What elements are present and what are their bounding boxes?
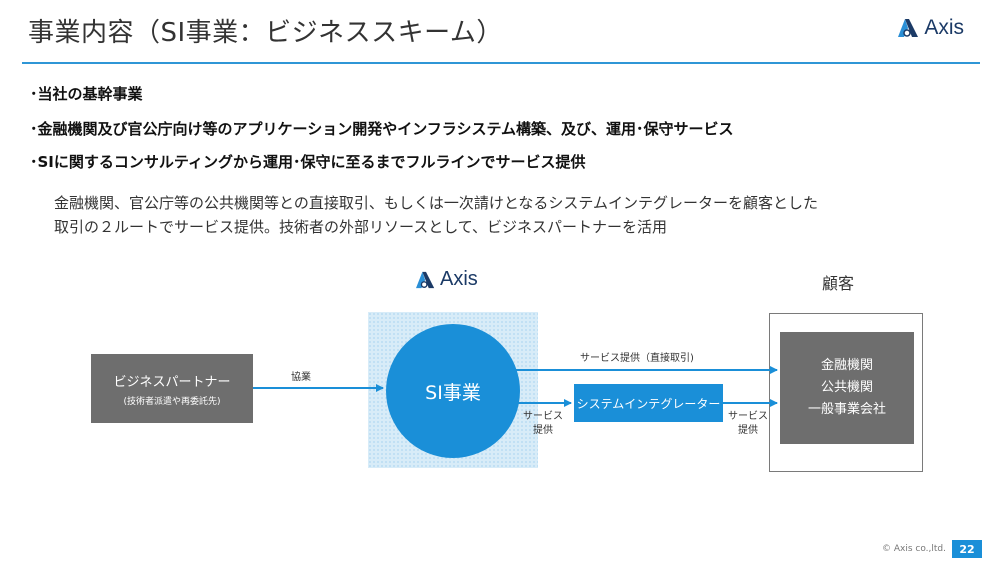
bullet-core-business: ･当社の基幹事業: [30, 85, 143, 103]
system-integrator-box: システムインテグレーター: [574, 384, 723, 422]
customer-finance: 金融機関: [820, 358, 873, 373]
description-line-1: 金融機関、官公庁等の公共機関等との直接取引、もしくは一次請けとなるシステムインテ…: [54, 194, 818, 212]
service-label-1-line1: サービス: [523, 411, 563, 422]
copyright: © Axis co.,ltd.: [881, 544, 946, 554]
axis-logo-icon: [416, 271, 435, 288]
bullet-full-line-service: ･SIに関するコンサルティングから運用･保守に至るまでフルラインでサービス提供: [30, 153, 586, 171]
axis-logo-icon: [898, 19, 919, 37]
logo-text: Axis: [924, 16, 964, 39]
service-provide-label-1: サービス 提供: [522, 410, 564, 438]
partner-label: ビジネスパートナー: [113, 374, 231, 390]
service-label-1-line2: 提供: [533, 425, 553, 436]
si-business-circle: SI事業: [386, 324, 520, 458]
service-label-2-line2: 提供: [738, 425, 758, 436]
partner-flow-label: 協業: [291, 372, 311, 383]
customer-general: 一般事業会社: [807, 402, 886, 417]
diagram-logo-text: Axis: [440, 268, 478, 290]
direct-flow-label: サービス提供（直接取引): [580, 353, 694, 364]
customer-box: 金融機関 公共機関 一般事業会社: [780, 332, 914, 444]
page-title: 事業内容（SI事業：ビジネススキーム）: [28, 18, 503, 48]
service-provide-label-2: サービス 提供: [727, 410, 769, 438]
bullet-app-development: ･金融機関及び官公庁向け等のアプリケーション開発やインフラシステム構築、及び、運…: [30, 120, 734, 138]
diagram-logo: Axis: [414, 268, 478, 291]
service-label-2-line1: サービス: [728, 411, 768, 422]
page-number: 22: [952, 540, 982, 558]
header-divider: [22, 62, 980, 64]
customer-public: 公共機関: [820, 380, 873, 395]
si-business-label: SI事業: [425, 381, 481, 404]
header-logo: Axis: [896, 16, 964, 40]
description-line-2: 取引の２ルートでサービス提供。技術者の外部リソースとして、ビジネスパートナーを活…: [54, 218, 668, 236]
partner-sublabel: (技術者派遣や再委託先): [123, 396, 221, 407]
business-partner-box: ビジネスパートナー (技術者派遣や再委託先): [91, 354, 253, 423]
integrator-label: システムインテグレーター: [576, 396, 721, 411]
customer-heading: 顧客: [822, 274, 855, 293]
